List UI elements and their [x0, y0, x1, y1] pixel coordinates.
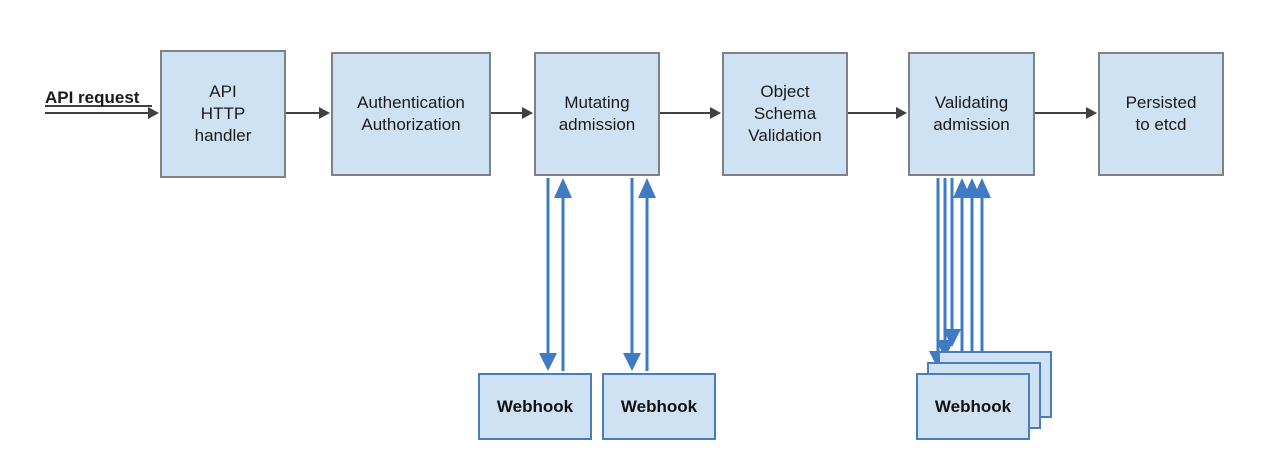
flow-arrow-schema-to-validating	[848, 107, 907, 119]
stage-box-validating-admission: Validating admission	[908, 52, 1035, 176]
webhook-label: Webhook	[934, 396, 1012, 416]
stage-label: Mutating admission	[559, 92, 636, 136]
webhook-arrow-val-return-2	[963, 178, 981, 371]
stage-label-line: handler	[194, 126, 252, 146]
stage-label: Validating admission	[933, 92, 1010, 136]
stage-label-line: Persisted	[1125, 92, 1197, 112]
webhook-arrow-mut-return-1	[554, 178, 572, 371]
stage-box-mutating-admission: Mutating admission	[534, 52, 660, 176]
stage-label-line: Validation	[748, 126, 822, 146]
flow-arrow-validating-to-etcd	[1035, 107, 1097, 119]
webhook-box-mutating-webhook-2: Webhook	[602, 373, 716, 440]
stage-label-line: Mutating	[564, 92, 630, 112]
stage-label-line: Object	[760, 81, 810, 101]
webhook-arrow-val-call-2	[936, 178, 954, 358]
flow-arrow-entry-to-api	[45, 107, 159, 119]
flow-arrow-authn-to-mutating	[491, 107, 533, 119]
webhook-arrow-mut-call-1	[539, 178, 557, 371]
api-request-label: API request	[45, 88, 140, 107]
flow-arrow-mutating-to-schema	[660, 107, 721, 119]
webhook-arrow-val-return-3	[973, 178, 991, 371]
webhook-arrow-mut-call-2	[623, 178, 641, 371]
webhook-box-mutating-webhook-1: Webhook	[478, 373, 592, 440]
webhook-label: Webhook	[496, 396, 574, 416]
stage-label-line: admission	[933, 115, 1010, 134]
stage-box-persisted-to-etcd: Persisted to etcd	[1098, 52, 1224, 176]
webhook-label: Webhook	[620, 396, 698, 416]
stage-label: Persisted to etcd	[1126, 92, 1197, 136]
stage-label-line: Authentication	[357, 92, 465, 112]
webhook-box-validating-webhooks: Webhook	[916, 373, 1030, 440]
webhook-arrow-mut-return-2	[638, 178, 656, 371]
stage-label-line: Authorization	[361, 115, 461, 134]
stage-label-line: to etcd	[1135, 115, 1187, 134]
webhook-arrow-val-call-3	[943, 178, 961, 347]
flow-arrow-api-to-authn	[286, 107, 330, 119]
stage-label-line: Validating	[934, 92, 1009, 112]
stage-label-line: Schema	[753, 103, 817, 123]
stage-label-line: admission	[558, 115, 636, 134]
stage-label-line: API	[209, 81, 237, 101]
stage-label-line: HTTP	[200, 103, 246, 123]
webhook-arrow-val-return-1	[953, 178, 971, 371]
